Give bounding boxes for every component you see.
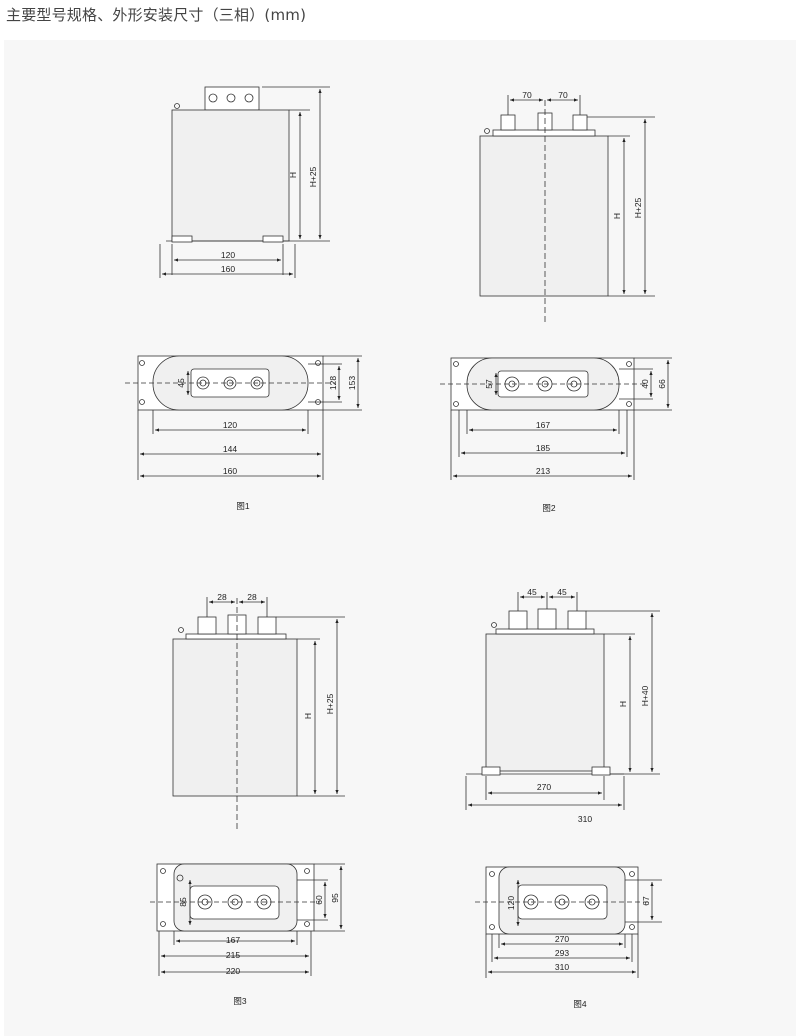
fig3-side-view <box>172 597 345 830</box>
terminal-icon <box>208 93 218 103</box>
fig2-dim-depth-inner: 57 <box>484 379 494 389</box>
fig3-dim-w1: 167 <box>226 935 240 945</box>
fig2-dim-w1: 167 <box>536 420 550 430</box>
fig4-dim-h: H <box>618 701 628 707</box>
fig2-dim-h: H <box>612 213 622 219</box>
fig4-dim-w2: 293 <box>555 948 569 958</box>
fig4-top-view <box>475 866 662 978</box>
fig1-dim-base-outer: 160 <box>221 264 235 274</box>
terminal-icon <box>508 610 528 630</box>
terminal-icon <box>226 93 236 103</box>
fig4-dim-depth-inner: 120 <box>506 896 516 910</box>
fig4-dim-w1: 270 <box>555 934 569 944</box>
fig2-side-view <box>479 95 655 325</box>
fig4-dim-w3: 310 <box>555 962 569 972</box>
fig3-body <box>172 638 298 797</box>
fig3-top-view <box>150 863 345 976</box>
fig1-dim-depth-inner: 45 <box>176 378 186 388</box>
terminal-icon <box>572 114 588 131</box>
terminal-icon <box>244 93 254 103</box>
terminal-icon <box>500 114 516 131</box>
fig4-body <box>485 633 605 772</box>
fig4-dim-base-outer: 310 <box>578 814 592 824</box>
fig4-dim-depth-outer: 67 <box>641 896 651 906</box>
fig2-body <box>479 135 609 297</box>
ground-icon <box>178 627 184 633</box>
ground-icon <box>176 874 184 882</box>
fig3-dim-h: H <box>303 713 313 719</box>
fig2-dim-depth-outer: 66 <box>657 379 667 389</box>
fig1-dim-depth-mid: 128 <box>328 376 338 390</box>
fig4-side-view <box>465 592 660 810</box>
fig2-dim-pitch-right: 70 <box>558 90 568 100</box>
fig1-dim-w1: 120 <box>223 420 237 430</box>
fig3-dim-w3: 220 <box>226 966 240 976</box>
fig4-dim-pitch-left: 45 <box>527 587 537 597</box>
fig3-dim-pitch-right: 28 <box>247 592 257 602</box>
fig1-dim-w2: 144 <box>223 444 237 454</box>
fig3-dim-w2: 215 <box>226 950 240 960</box>
fig1-dim-base-inner: 120 <box>221 250 235 260</box>
fig4-dim-base-inner: 270 <box>537 782 551 792</box>
fig1-body <box>171 109 290 242</box>
fig3-caption: 图3 <box>233 996 247 1006</box>
fig1-caption: 图1 <box>236 501 250 511</box>
page-title: 主要型号规格、外形安装尺寸（三相）(mm) <box>6 6 307 24</box>
fig2-caption: 图2 <box>542 503 556 513</box>
fig3-dim-h-total: H+25 <box>325 693 335 714</box>
fig4-caption: 图4 <box>573 999 587 1009</box>
fig2-dim-h-total: H+25 <box>633 197 643 218</box>
fig1-top-view <box>125 355 362 480</box>
fig1-dim-h-total: H+25 <box>308 166 318 187</box>
fig2-dim-w3: 213 <box>536 466 550 476</box>
ground-icon <box>484 128 490 134</box>
fig2-dim-depth-mid: 40 <box>640 379 650 389</box>
fig4-dim-pitch-right: 45 <box>557 587 567 597</box>
fig3-dim-depth-inner: 85 <box>178 897 188 907</box>
fig2-dim-pitch-left: 70 <box>522 90 532 100</box>
terminal-icon <box>257 616 277 635</box>
fig1-terminal-block <box>204 86 260 111</box>
fig3-dim-pitch-left: 28 <box>217 592 227 602</box>
fig1-dim-w3: 160 <box>223 466 237 476</box>
terminal-icon <box>537 608 557 630</box>
ground-icon <box>174 103 180 109</box>
ground-icon <box>491 622 497 628</box>
fig3-dim-depth-outer: 95 <box>330 893 340 903</box>
fig4-dim-h-total: H+40 <box>640 685 650 706</box>
fig2-dim-w2: 185 <box>536 443 550 453</box>
fig1-dim-h: H <box>288 172 298 178</box>
fig1-side-view <box>159 86 330 278</box>
terminal-icon <box>197 616 217 635</box>
terminal-icon <box>567 610 587 630</box>
fig2-top-view <box>440 357 672 480</box>
fig3-dim-depth-mid: 60 <box>314 895 324 905</box>
fig1-dim-depth-outer: 153 <box>347 376 357 390</box>
drawing-panel <box>4 40 796 1036</box>
